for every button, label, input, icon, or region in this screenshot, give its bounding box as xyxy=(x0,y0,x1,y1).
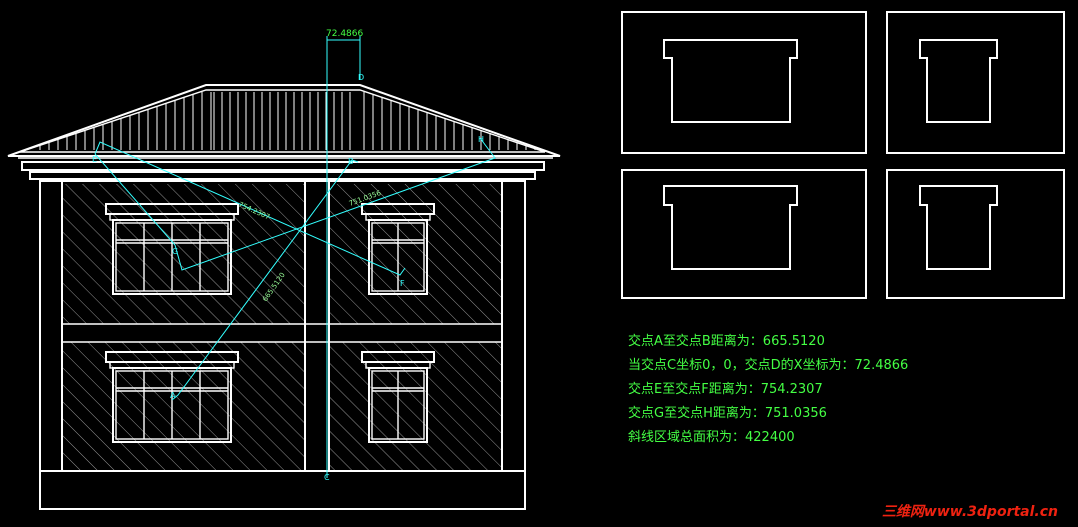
point-label-f: F xyxy=(400,279,405,288)
dimension-lines xyxy=(94,36,496,478)
result-line-area: 斜线区域总面积为：422400 xyxy=(628,430,795,445)
detail-profile-2 xyxy=(919,39,998,123)
top-dimension-text: 72.4866 xyxy=(326,29,363,39)
point-label-c: C xyxy=(324,473,330,482)
result-line-ab: 交点A至交点B距离为：665.5120 xyxy=(628,334,825,349)
window xyxy=(105,351,239,443)
point-label-b: B xyxy=(348,157,354,166)
point-label-a: A xyxy=(170,391,176,400)
point-label-h: H xyxy=(478,135,484,144)
building-body xyxy=(39,180,526,510)
detail-panel-1 xyxy=(621,11,867,154)
point-label-d: D xyxy=(358,73,364,82)
hatched-wall-areas xyxy=(62,184,502,470)
roof-ribs xyxy=(39,91,536,150)
result-line-ef: 交点E至交点F距离为：754.2307 xyxy=(628,382,823,397)
result-line-gh: 交点G至交点H距离为：751.0356 xyxy=(628,406,827,421)
window xyxy=(361,351,435,443)
window xyxy=(105,203,239,295)
detail-profile-4 xyxy=(919,185,998,270)
detail-panels xyxy=(621,11,1065,299)
window xyxy=(361,203,435,295)
result-line-cd: 当交点C坐标0，0，交点D的X坐标为：72.4866 xyxy=(628,358,909,373)
watermark: 三维网www.3dportal.cn xyxy=(881,504,1058,520)
detail-panel-2 xyxy=(886,11,1065,154)
roof xyxy=(7,84,561,180)
point-label-e: E xyxy=(92,155,97,164)
detail-panel-4 xyxy=(886,169,1065,299)
detail-profile-1 xyxy=(663,39,798,123)
detail-panel-3 xyxy=(621,169,867,299)
detail-profile-3 xyxy=(663,185,798,270)
windows xyxy=(105,203,435,443)
point-label-g: G xyxy=(172,247,178,256)
